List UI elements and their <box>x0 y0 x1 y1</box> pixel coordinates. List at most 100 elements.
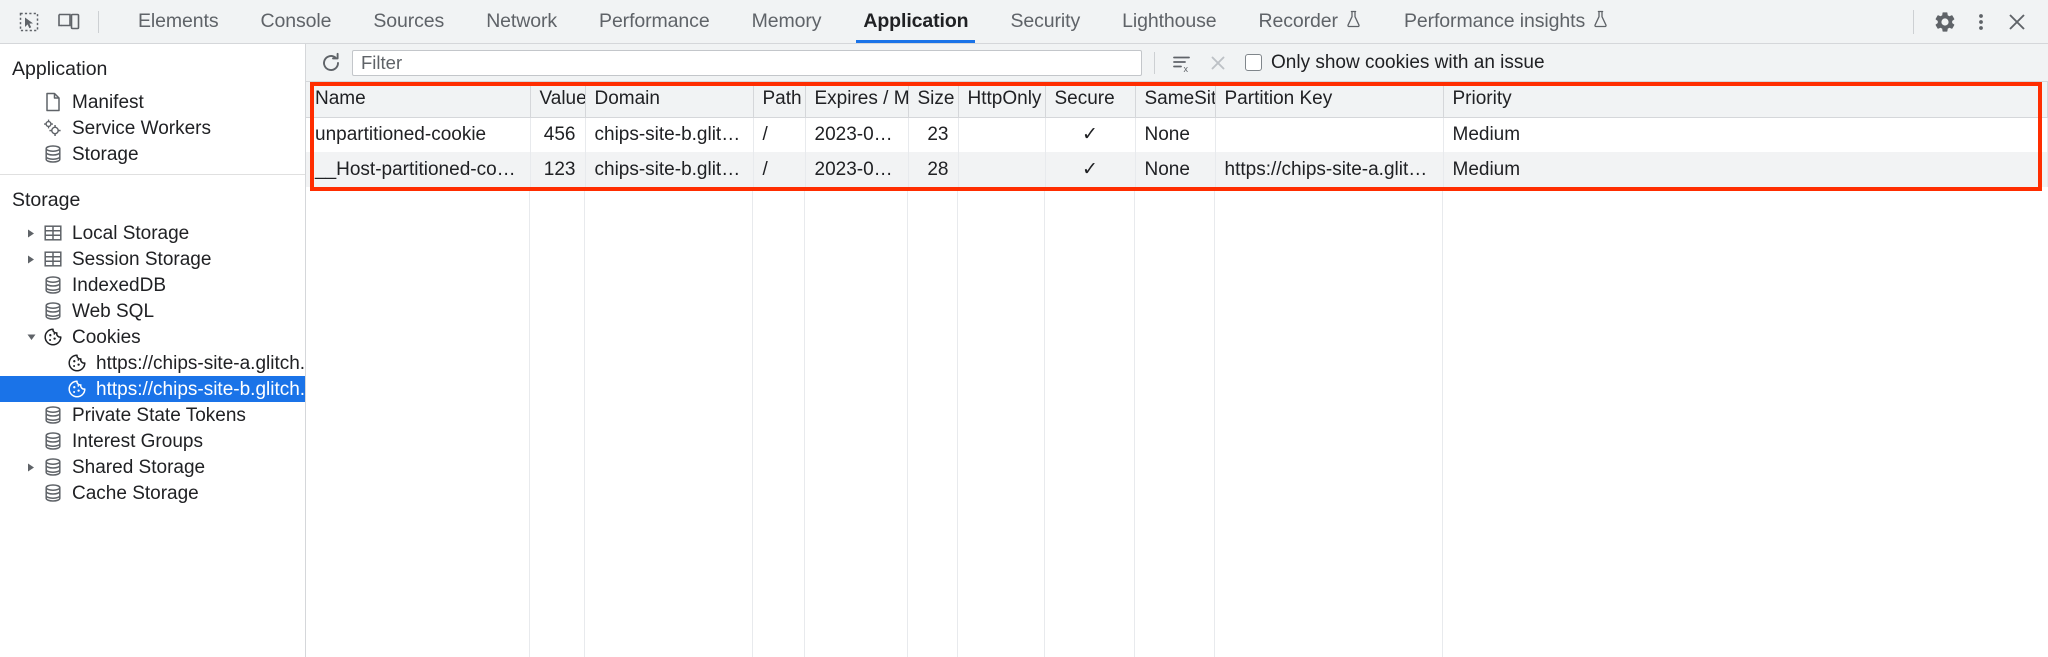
column-header-samesite[interactable]: SameSite <box>1135 82 1216 118</box>
column-header-label: Size <box>917 88 955 110</box>
cell-path[interactable]: / <box>753 152 806 187</box>
chevron-right-icon[interactable] <box>22 228 40 239</box>
sidebar-item-service-workers[interactable]: Service Workers <box>0 115 305 141</box>
filter-input[interactable] <box>352 49 1142 76</box>
empty-column <box>530 187 585 657</box>
cell-samesite[interactable]: None <box>1135 152 1216 187</box>
tab-label: Elements <box>138 10 219 32</box>
cell-partition-key[interactable]: https://chips-site-a.glitch.me <box>1215 152 1444 187</box>
cookies-panel: x Only show cookies with an issue Name Va… <box>306 44 2048 657</box>
sidebar-item-shared-storage[interactable]: Shared Storage <box>0 454 305 480</box>
cell-expires[interactable]: 2023-07-07… <box>805 152 909 187</box>
cell-priority[interactable]: Medium <box>1443 152 2048 187</box>
tab-performance-insights[interactable]: Performance insights <box>1383 0 1630 43</box>
sidebar-item-indexeddb[interactable]: IndexedDB <box>0 272 305 298</box>
cell-expires[interactable]: 2023-07-07… <box>805 117 909 152</box>
cell-secure[interactable]: ✓ <box>1045 117 1136 152</box>
sidebar-item-cookies[interactable]: Cookies <box>0 324 305 350</box>
inspect-element-icon[interactable] <box>12 6 46 38</box>
toolbar-left-icons <box>0 0 117 43</box>
close-icon[interactable] <box>2000 6 2034 38</box>
cell-domain[interactable]: chips-site-b.glitch.me <box>585 152 754 187</box>
tab-elements[interactable]: Elements <box>117 0 240 43</box>
column-header-domain[interactable]: Domain <box>585 82 754 118</box>
column-header-label: Name <box>315 88 366 110</box>
tab-console[interactable]: Console <box>240 0 353 43</box>
empty-column <box>1045 187 1135 657</box>
sidebar-item-private-state-tokens[interactable]: Private State Tokens <box>0 402 305 428</box>
chevron-down-icon[interactable] <box>22 332 40 342</box>
clear-filtered-icon[interactable]: x <box>1167 49 1197 77</box>
column-header-expires-m[interactable]: Expires / M... <box>805 82 909 118</box>
tab-label: Memory <box>751 10 822 32</box>
device-toolbar-icon[interactable] <box>52 6 86 38</box>
empty-column <box>1215 187 1443 657</box>
tab-security[interactable]: Security <box>989 0 1101 43</box>
cookie-icon <box>64 352 90 374</box>
chevron-right-icon[interactable] <box>22 462 40 473</box>
refresh-icon[interactable] <box>316 49 346 77</box>
cell-size[interactable]: 28 <box>908 152 959 187</box>
column-header-name[interactable]: Name <box>306 82 531 118</box>
database-icon <box>40 430 66 452</box>
experiment-flask-icon <box>1594 10 1607 27</box>
gear-icon[interactable] <box>1928 6 1962 38</box>
tab-recorder[interactable]: Recorder <box>1238 0 1383 43</box>
database-icon <box>40 404 66 426</box>
cell-httponly[interactable] <box>958 152 1046 187</box>
application-section-title: Application <box>12 58 108 80</box>
column-header-path[interactable]: Path <box>753 82 806 118</box>
more-vertical-icon[interactable] <box>1964 6 1998 38</box>
tab-lighthouse[interactable]: Lighthouse <box>1101 0 1237 43</box>
cell-name[interactable]: unpartitioned-cookie <box>306 117 531 152</box>
cell-priority[interactable]: Medium <box>1443 117 2048 152</box>
sidebar-item-label: Service Workers <box>72 117 212 139</box>
experiment-flask-icon <box>1592 10 1609 34</box>
chevron-right-icon[interactable] <box>22 254 40 265</box>
tab-performance[interactable]: Performance <box>578 0 731 43</box>
cell-path[interactable]: / <box>753 117 806 152</box>
sidebar-item-storage[interactable]: Storage <box>0 141 305 167</box>
cell-secure[interactable]: ✓ <box>1045 152 1136 187</box>
tab-network[interactable]: Network <box>465 0 578 43</box>
sidebar-item-https-chips-site-a-glitch-me[interactable]: https://chips-site-a.glitch.me <box>0 350 305 376</box>
cell-value[interactable]: 456 <box>530 117 586 152</box>
cell-name[interactable]: __Host-partitioned-cookie <box>306 152 531 187</box>
sidebar-item-web-sql[interactable]: Web SQL <box>0 298 305 324</box>
tab-application[interactable]: Application <box>842 0 989 43</box>
cell-samesite[interactable]: None <box>1135 117 1216 152</box>
sidebar-item-cache-storage[interactable]: Cache Storage <box>0 480 305 506</box>
cell-size[interactable]: 23 <box>908 117 959 152</box>
column-header-size[interactable]: Size <box>908 82 959 118</box>
column-header-priority[interactable]: Priority <box>1443 82 2048 118</box>
only-issues-checkbox[interactable]: Only show cookies with an issue <box>1245 52 1545 74</box>
cell-value[interactable]: 123 <box>530 152 586 187</box>
tab-label: Performance insights <box>1403 10 1586 32</box>
cell-httponly[interactable] <box>958 117 1046 152</box>
column-header-partition-key[interactable]: Partition Key <box>1215 82 1444 118</box>
tab-label: Lighthouse <box>1122 10 1217 32</box>
database-icon <box>40 456 66 478</box>
sidebar-item-session-storage[interactable]: Session Storage <box>0 246 305 272</box>
column-header-value[interactable]: Value <box>530 82 586 118</box>
sidebar-item-manifest[interactable]: Manifest <box>0 89 305 115</box>
column-header-label: Expires / M... <box>814 88 908 110</box>
database-icon <box>40 274 66 296</box>
cell-domain[interactable]: chips-site-b.glitch.me <box>585 117 754 152</box>
clear-all-x-icon[interactable] <box>1203 49 1233 77</box>
column-header-secure[interactable]: Secure <box>1045 82 1136 118</box>
sidebar-item-local-storage[interactable]: Local Storage <box>0 220 305 246</box>
sidebar-item-https-chips-site-b-glitch-me[interactable]: https://chips-site-b.glitch.me <box>0 376 305 402</box>
checkbox-box[interactable] <box>1245 54 1262 71</box>
sidebar-item-label: IndexedDB <box>72 274 167 296</box>
column-header-httponly[interactable]: HttpOnly <box>958 82 1046 118</box>
tab-memory[interactable]: Memory <box>731 0 843 43</box>
tab-sources[interactable]: Sources <box>352 0 465 43</box>
sidebar-item-interest-groups[interactable]: Interest Groups <box>0 428 305 454</box>
sidebar-item-label: Storage <box>72 143 139 165</box>
cell-partition-key[interactable] <box>1215 117 1444 152</box>
